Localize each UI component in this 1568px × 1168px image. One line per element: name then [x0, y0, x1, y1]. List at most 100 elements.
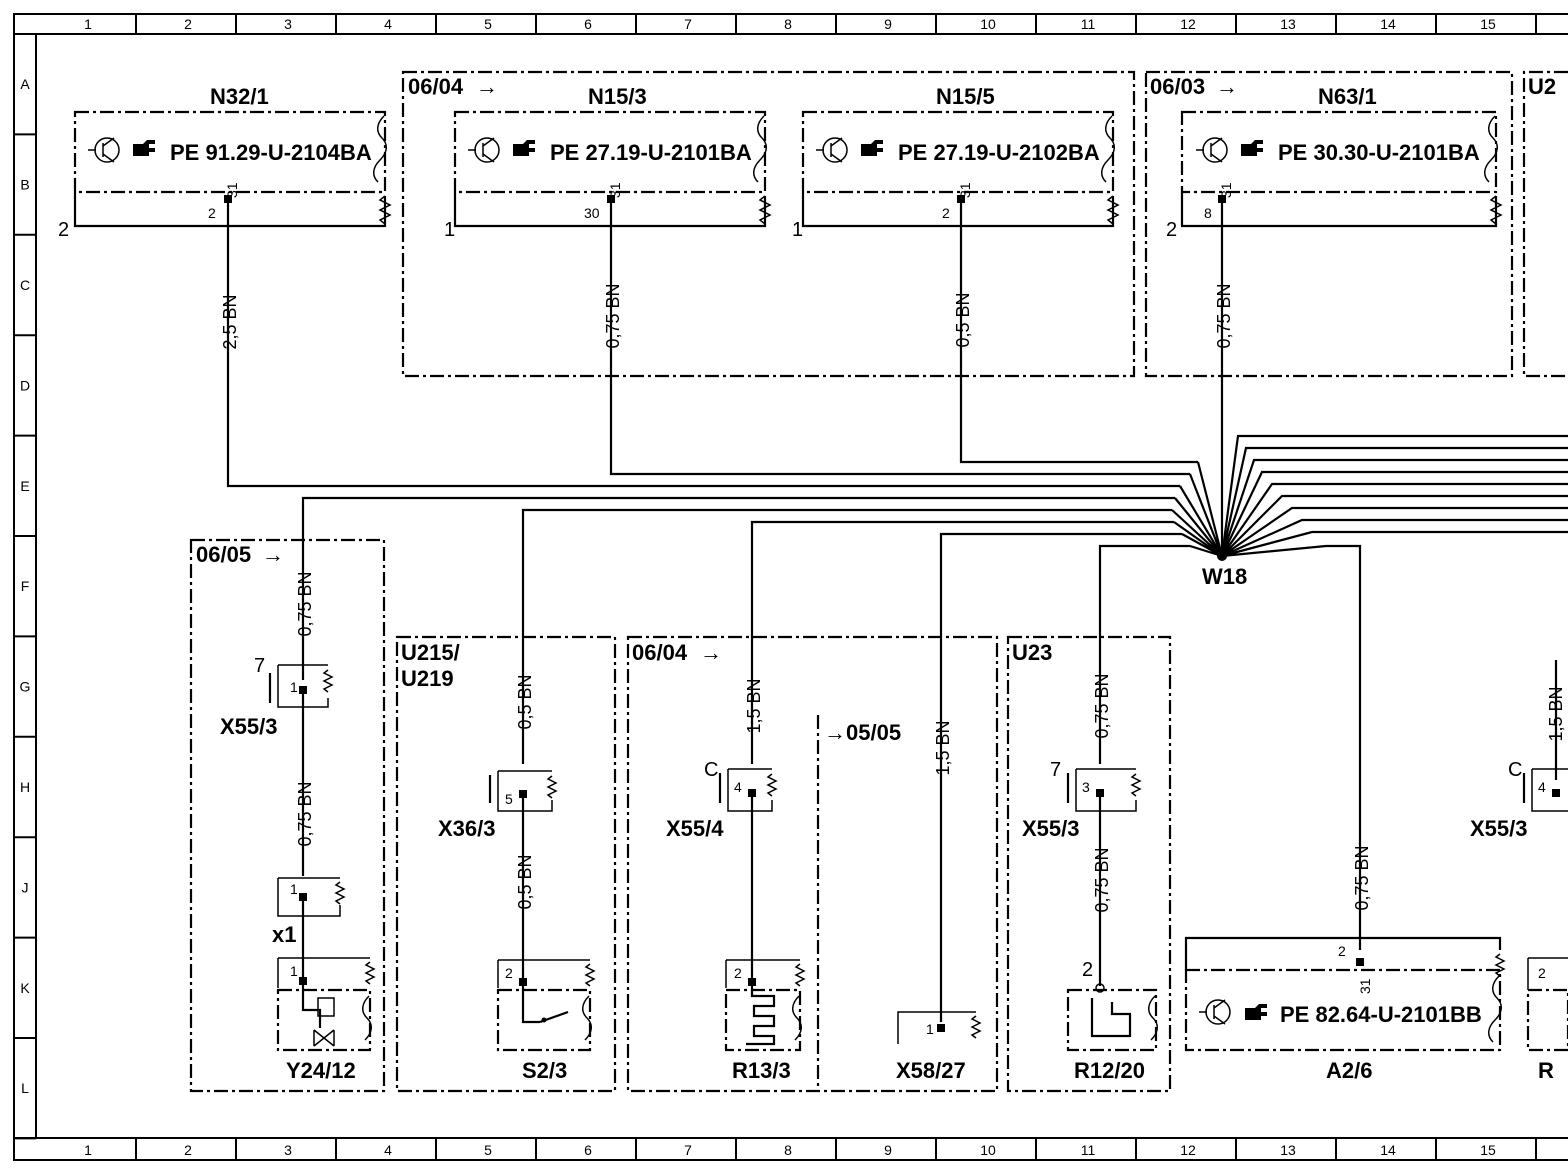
- wire-label: 0,75 BN: [1092, 673, 1112, 738]
- pin-label: 2: [208, 205, 216, 221]
- pin-label: 31: [957, 182, 973, 198]
- ref-0603: 06/03: [1150, 74, 1205, 99]
- column-number: 8: [784, 1142, 792, 1158]
- pin-label: 1: [290, 679, 298, 695]
- column-number: 12: [1180, 16, 1196, 32]
- row-letter: C: [20, 277, 30, 293]
- pin-label: 1: [926, 1021, 934, 1037]
- ref-arrow: →: [476, 74, 498, 99]
- heater-r13-3: [724, 959, 806, 1052]
- control-unit-n15-5: [801, 110, 1120, 228]
- component-label: R12/20: [1074, 1058, 1145, 1083]
- row-letter: J: [22, 879, 29, 895]
- enclosure-0603: [1144, 70, 1514, 378]
- control-unit-n32-1: [73, 110, 392, 228]
- control-unit-a2-6: [1184, 936, 1506, 1052]
- pin-label: 31: [1357, 978, 1373, 994]
- wire-label: 1,5 BN: [744, 678, 764, 733]
- component-label: X55/3: [220, 714, 278, 739]
- pin-label: 2: [1082, 959, 1093, 981]
- pin-label: 5: [505, 791, 513, 807]
- column-number: 13: [1280, 16, 1296, 32]
- row-letter: K: [20, 980, 30, 996]
- ref-0505: 05/05: [846, 720, 901, 745]
- pin-label: 31: [224, 182, 240, 198]
- pin-label: 2: [734, 965, 742, 981]
- wire-label: 0,75 BN: [1092, 847, 1112, 912]
- column-number: 10: [980, 1142, 996, 1158]
- wire-label: 0,75 BN: [295, 571, 315, 636]
- connector-x36-3: [488, 770, 558, 978]
- ref-u215: U215/: [401, 640, 460, 665]
- column-number: 5: [484, 1142, 492, 1158]
- component-label: R: [1538, 1058, 1554, 1083]
- row-letter: G: [20, 679, 31, 695]
- column-number: 10: [980, 16, 996, 32]
- wire-label: 1,5 BN: [933, 720, 953, 775]
- column-number: 2: [184, 1142, 192, 1158]
- enclosure-0604-bottom: [626, 635, 999, 1093]
- valve-y24-12: [276, 957, 376, 1052]
- row-letter: B: [20, 177, 29, 193]
- pin-label: 2: [58, 219, 69, 241]
- enclosure-u2-partial: [1522, 70, 1568, 378]
- ref-0604-top: 06/04: [408, 74, 464, 99]
- control-unit-n15-3: [453, 110, 772, 228]
- ref-arrow: →: [700, 640, 722, 665]
- component-label: x1: [272, 922, 296, 947]
- ref-u219: U219: [401, 666, 454, 691]
- column-ruler: 1122334455667788991010111112121313141415…: [84, 14, 1537, 1160]
- right-partial-components: [1522, 768, 1568, 1052]
- pin-label: 2: [505, 965, 513, 981]
- pin-label: 8: [1204, 205, 1212, 221]
- pe-ref-n15-5: PE 27.19-U-2102BA: [898, 140, 1100, 165]
- wire-label: 0,75 BN: [1352, 845, 1372, 910]
- connector-x58-27: [897, 1011, 982, 1044]
- column-number: 14: [1380, 1142, 1396, 1158]
- column-number: 1: [84, 16, 92, 32]
- enclosure-u215: [395, 635, 617, 1093]
- pe-ref-n15-3: PE 27.19-U-2101BA: [550, 140, 752, 165]
- wire-label: 0,5 BN: [953, 292, 973, 347]
- wire-label: 1,5 BN: [1546, 686, 1566, 741]
- module-label-n63-1: N63/1: [1318, 84, 1377, 109]
- column-number: 8: [784, 16, 792, 32]
- column-number: 9: [884, 1142, 892, 1158]
- column-number: 13: [1280, 1142, 1296, 1158]
- pe-ref-a2-6: PE 82.64-U-2101BB: [1280, 1002, 1482, 1027]
- column-number: 9: [884, 16, 892, 32]
- wire-label: 0,5 BN: [515, 674, 535, 729]
- column-number: 5: [484, 16, 492, 32]
- column-number: 15: [1480, 1142, 1496, 1158]
- column-number: 6: [584, 1142, 592, 1158]
- row-letter: F: [21, 578, 30, 594]
- connector-x55-3-left: [268, 664, 334, 876]
- wire-label: 0,5 BN: [515, 854, 535, 909]
- splice-label-w18: W18: [1202, 564, 1247, 589]
- row-letter: L: [21, 1080, 29, 1096]
- ref-0604-bottom: 06/04: [632, 640, 688, 665]
- column-number: 3: [284, 1142, 292, 1158]
- pin-label: 31: [1218, 182, 1234, 198]
- pin-label: 7: [254, 655, 265, 677]
- enclosure-0604-top: [401, 70, 1136, 378]
- ref-arrow: →: [262, 542, 284, 567]
- control-unit-n63-1: [1180, 110, 1503, 228]
- component-label: X36/3: [438, 816, 496, 841]
- pin-label: 1: [792, 219, 803, 241]
- column-number: 2: [184, 16, 192, 32]
- pointing-hand-icon: [133, 140, 1267, 1020]
- labels: N32/1 PE 91.29-U-2104BA 31 2 2 N15/3 PE …: [58, 74, 1566, 1083]
- pin-label: C: [1508, 759, 1522, 781]
- pin-label: 31: [607, 182, 623, 198]
- module-label-n15-3: N15/3: [588, 84, 647, 109]
- pin-label: 2: [1338, 943, 1346, 959]
- pin-label: 1: [444, 219, 455, 241]
- enclosure-u23: [1006, 635, 1172, 1093]
- column-number: 4: [384, 1142, 392, 1158]
- module-label-n15-5: N15/5: [936, 84, 995, 109]
- drawing-frame: [13, 13, 1568, 1161]
- pin-label: 4: [734, 779, 742, 795]
- component-label: X58/27: [896, 1058, 966, 1083]
